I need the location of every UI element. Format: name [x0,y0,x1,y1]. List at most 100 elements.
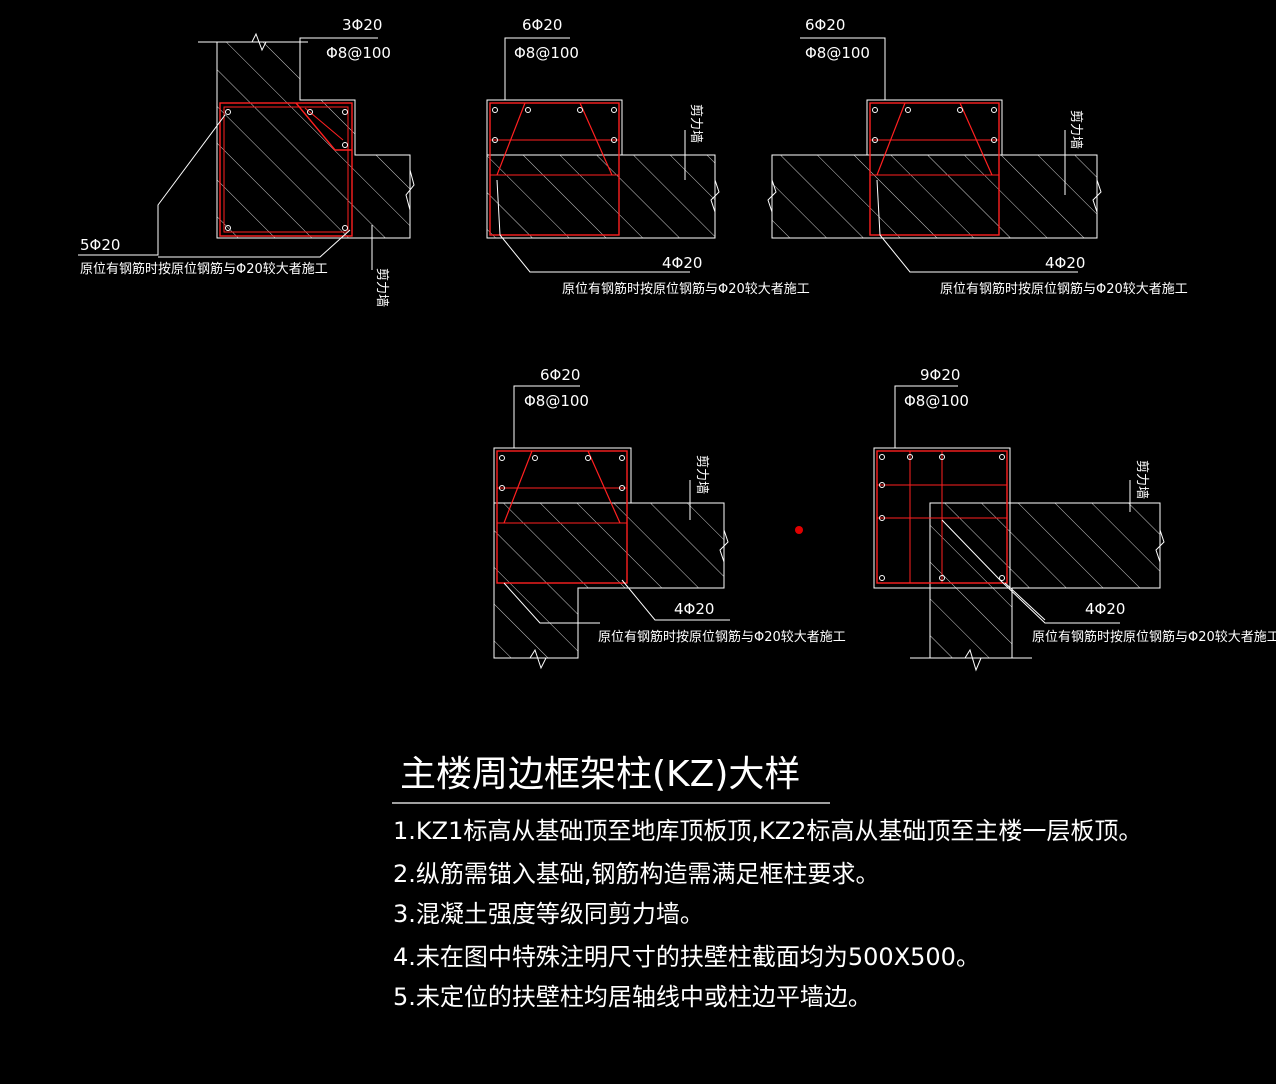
stirrup-diag-2 [496,102,613,176]
stirrup-outer-1 [219,102,353,237]
note-label: 原位有钢筋时按原位钢筋与Φ20较大者施工 [80,261,328,277]
leader-main-1 [299,37,378,100]
drawing-title: 主楼周边框架柱(KZ)大样 [400,754,800,795]
rebar-dot [225,225,231,231]
note-label: 原位有钢筋时按原位钢筋与Φ20较大者施工 [1032,629,1276,645]
column-detail-2: 6Φ20 Φ8@100 4Φ20 原位有钢筋时按原位钢筋与Φ20较大者施工 剪力… [486,16,810,297]
main-bars-label: 6Φ20 [522,16,562,34]
note-line-5: 5.未定位的扶壁柱均居轴线中或柱边平墙边。 [393,983,872,1011]
column-outline-3 [866,99,1003,156]
column-detail-4: 6Φ20 Φ8@100 4Φ20 原位有钢筋时按原位钢筋与Φ20较大者施工 剪力… [493,366,846,670]
break-line-2 [710,179,720,213]
note-label: 原位有钢筋时按原位钢筋与Φ20较大者施工 [598,629,846,645]
column-outline-2 [486,99,623,156]
stirrup-inner-1 [223,106,349,233]
break-line-5 [910,529,1165,672]
rebar-dot [619,455,625,461]
rebar-dot [907,454,913,460]
column-detail-1: 3Φ20 Φ8@100 5Φ20 原位有钢筋时按原位钢筋与Φ20较大者施工 剪力… [78,16,415,307]
leader-main-2 [504,37,570,100]
rebar-dot [999,575,1005,581]
rebar-dot [939,454,945,460]
note-line-3: 3.混凝土强度等级同剪力墙。 [393,900,704,928]
leader-extra-1 [78,114,226,256]
rebar-dot [611,137,617,143]
wall-hatch-2 [486,154,716,239]
wall-label: 剪力墙 [1134,460,1150,499]
extra-bars-label: 4Φ20 [674,600,714,618]
stirrup-diag-4 [503,450,621,524]
column-outline-4 [493,447,632,504]
break-line-1b [405,169,415,211]
leader-extra-5b [1004,582,1046,621]
rebar-dot [879,482,885,488]
rebar-dot [879,515,885,521]
wall-label: 剪力墙 [374,268,390,307]
wall-hatch-3 [771,154,1098,239]
rebar-dot [611,107,617,113]
rebar-dot [532,455,538,461]
stirrup-outer-2 [489,102,620,236]
rebar-dot [957,107,963,113]
rebar-dot [342,225,348,231]
rebar-dot [991,137,997,143]
rebar-dot [879,575,885,581]
rebar-dot [499,485,505,491]
rebar-dot [492,107,498,113]
stirrup-outer-4 [496,450,628,584]
rebar-dot [492,137,498,143]
rebar-dot [872,107,878,113]
leader-main-5 [894,385,958,448]
main-bars-label: 6Φ20 [540,366,580,384]
leader-extra-4b [503,582,600,624]
extra-bars-label: 4Φ20 [662,254,702,272]
wall-hatch-1 [216,41,411,239]
column-detail-3: 6Φ20 Φ8@100 4Φ20 原位有钢筋时按原位钢筋与Φ20较大者施工 剪力… [767,16,1188,297]
note-label: 原位有钢筋时按原位钢筋与Φ20较大者施工 [940,281,1188,297]
leader-extra-2 [496,179,690,273]
rebar-dot [999,454,1005,460]
rebar-dot [342,142,348,148]
note-line-4: 4.未在图中特殊注明尺寸的扶壁柱截面均为500X500。 [393,943,980,971]
title-block: 主楼周边框架柱(KZ)大样 1.KZ1标高从基础顶至地库顶板顶,KZ2标高从基础… [392,754,1142,1011]
leader-extra-1b [158,229,351,258]
main-bars-label: 6Φ20 [805,16,845,34]
stirrup-label: Φ8@100 [524,392,589,410]
main-bars-label: 3Φ20 [342,16,382,34]
break-line-4 [494,529,729,670]
stirrup-label: Φ8@100 [904,392,969,410]
break-line-3 [767,179,1102,213]
stirrup-diag-1 [295,102,352,151]
stirrup-diag-3 [876,102,993,176]
rebar-dot [342,109,348,115]
note-line-1: 1.KZ1标高从基础顶至地库顶板顶,KZ2标高从基础顶至主楼一层板顶。 [393,817,1142,845]
rebar-dot [525,107,531,113]
stirrup-label: Φ8@100 [514,44,579,62]
marker-dot [795,526,803,534]
column-detail-5: 9Φ20 Φ8@100 4Φ20 原位有钢筋时按原位钢筋与Φ20较大者施工 剪力… [873,366,1276,672]
rebar-dot [905,107,911,113]
rebar-dot [619,485,625,491]
main-bars-label: 9Φ20 [920,366,960,384]
rebar-dot [879,454,885,460]
rebar-dot [872,137,878,143]
extra-bars-label: 4Φ20 [1085,600,1125,618]
rebar-dot [577,107,583,113]
wall-label: 剪力墙 [694,455,710,494]
rebar-dot [307,109,313,115]
rebar-dot [991,107,997,113]
leader-main-3 [800,37,886,100]
stirrup-diag-1b [304,107,344,141]
column-outline-5 [873,447,1011,589]
stirrup-label: Φ8@100 [805,44,870,62]
wall-label: 剪力墙 [688,104,704,143]
leader-main-4 [513,385,580,448]
rebar-dot [225,109,231,115]
note-line-2: 2.纵筋需锚入基础,钢筋构造需满足框柱要求。 [393,860,880,888]
wall-label: 剪力墙 [1068,110,1084,149]
leader-extra-5 [941,519,1120,624]
rebar-dot [939,575,945,581]
break-line-1 [198,32,308,52]
leader-extra-4 [621,579,730,621]
